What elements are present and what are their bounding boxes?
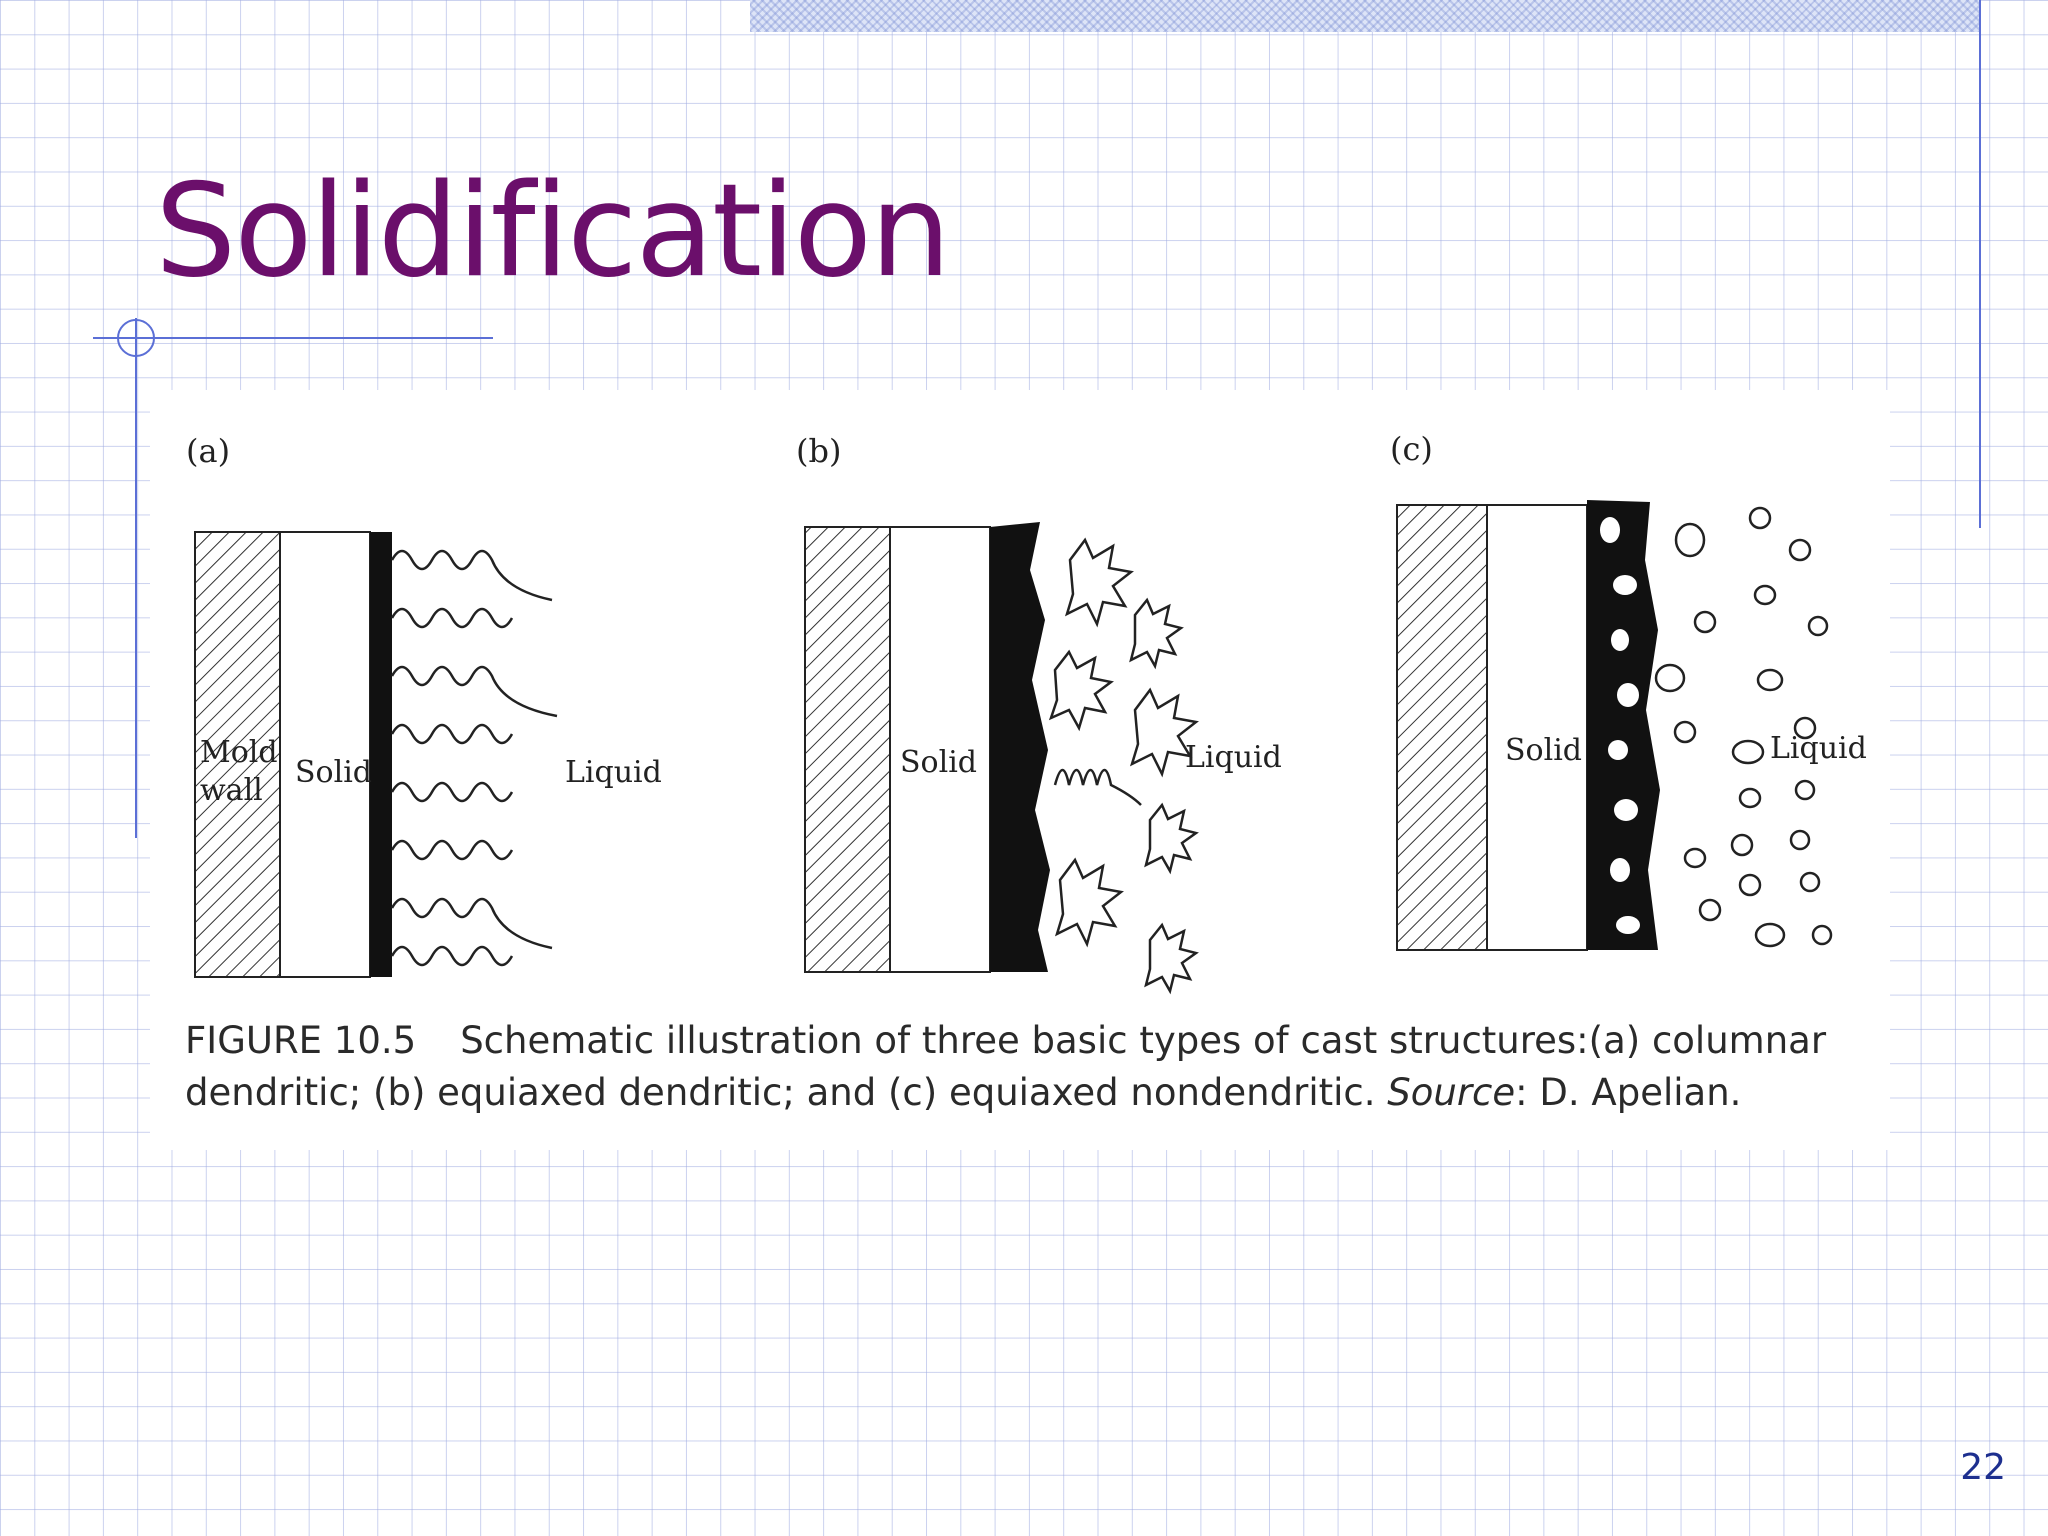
left-decorative-line [135,318,137,838]
crosshair-circle-icon [117,319,155,357]
panel-b-equiaxed-dendrites [1048,537,1199,995]
cast-structures-diagram: (a) Mold wall Solid Liquid (b) [186,430,1867,995]
caption-source-text: : D. Apelian. [1515,1071,1742,1114]
panel-c-liquid-label: Liquid [1770,731,1867,766]
caption-source-label: Source [1387,1071,1516,1114]
panel-a-wall-label: wall [200,773,263,808]
panel-b-tag: (b) [796,432,841,470]
panel-b-mold-wall [804,526,891,973]
panel-c-solid-label: Solid [1505,733,1582,768]
panel-a-mold-label: Mold [200,735,278,770]
panel-c: (c) [1390,430,1867,951]
panel-a-mold-wall [194,531,281,978]
panel-a-solid-region [279,531,371,978]
figure-number: FIGURE 10.5 [185,1019,417,1062]
panel-c-tag: (c) [1390,430,1433,468]
right-decorative-line [1979,0,1981,528]
panel-b-solid-front [990,522,1050,972]
panel-b: (b) Solid Liquid [796,432,1282,995]
slide-number: 22 [1960,1447,2006,1488]
panel-c-solid-region [1486,504,1588,951]
slide-title: Solidification [155,157,951,306]
panel-a-columnar-dendrites [390,549,558,967]
figure-10-5: (a) Mold wall Solid Liquid (b) [150,390,1890,1150]
panel-b-solid-region [889,526,991,973]
panel-c-grains-in-front [1600,517,1640,934]
top-decorative-band [750,0,1980,32]
panel-b-liquid-label: Liquid [1185,740,1282,775]
caption-text: Schematic illustration of three basic ty… [185,1019,1827,1114]
panel-a: (a) Mold wall Solid Liquid [186,432,662,978]
panel-c-equiaxed-grains [1654,506,1833,948]
panel-a-liquid-label: Liquid [565,755,662,790]
panel-a-tag: (a) [186,432,230,470]
panel-c-mold-wall [1396,504,1488,951]
panel-c-solid-front [1587,500,1660,950]
panel-b-solid-label: Solid [900,745,977,780]
panel-a-solid-front [370,532,392,977]
title-underline [93,337,493,339]
panel-a-solid-label: Solid [295,755,372,790]
